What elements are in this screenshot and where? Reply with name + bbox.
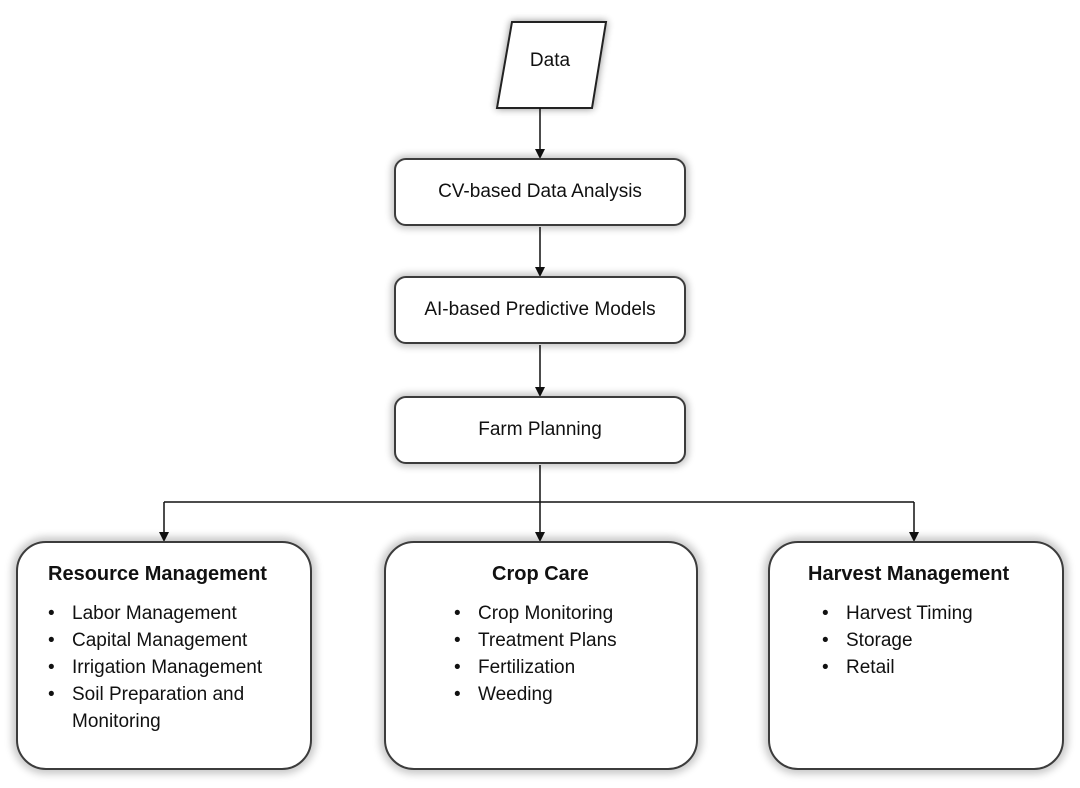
list-item-label: Fertilization bbox=[478, 657, 576, 678]
crop-care-list: • Crop Monitoring • Treatment Plans • Ferti… bbox=[448, 600, 678, 708]
crop-care-card: Crop Care • Crop Monitoring • Treatment Pl… bbox=[384, 541, 698, 770]
cv-data-analysis-node: CV-based Data Analysis bbox=[394, 158, 686, 226]
bullet-icon: • bbox=[48, 684, 55, 705]
list-item: • Soil Preparation and Monitoring bbox=[42, 681, 292, 735]
harvest-management-title: Harvest Management bbox=[808, 563, 1010, 585]
list-item: • Fertilization bbox=[448, 654, 678, 681]
list-item: • Crop Monitoring bbox=[448, 600, 678, 627]
cv-data-analysis-label: CV-based Data Analysis bbox=[438, 181, 642, 202]
list-item-label: Irrigation Management bbox=[72, 657, 263, 678]
list-item: • Capital Management bbox=[42, 627, 292, 654]
harvest-management-card: Harvest Management • Harvest Timing • Stor… bbox=[768, 541, 1064, 770]
data-node-label: Data bbox=[529, 50, 571, 71]
bullet-icon: • bbox=[822, 603, 829, 624]
list-item: • Storage bbox=[816, 627, 1044, 654]
list-item-label: Capital Management bbox=[72, 630, 248, 651]
list-item-label: Weeding bbox=[478, 684, 553, 705]
ai-predictive-models-label: AI-based Predictive Models bbox=[424, 299, 656, 320]
bullet-icon: • bbox=[454, 603, 461, 624]
resource-management-card: Resource Management • Labor Management • C… bbox=[16, 541, 312, 770]
bullet-icon: • bbox=[48, 603, 55, 624]
list-item: • Labor Management bbox=[42, 600, 292, 627]
list-item-label: Storage bbox=[846, 630, 913, 651]
list-item: • Harvest Timing bbox=[816, 600, 1044, 627]
resource-management-title: Resource Management bbox=[48, 563, 267, 585]
harvest-management-list: • Harvest Timing • Storage • Retail bbox=[816, 600, 1044, 681]
data-input-shape bbox=[495, 21, 608, 109]
bullet-icon: • bbox=[48, 657, 55, 678]
list-item: • Irrigation Management bbox=[42, 654, 292, 681]
list-item: • Retail bbox=[816, 654, 1044, 681]
bullet-icon: • bbox=[822, 630, 829, 651]
farm-planning-label: Farm Planning bbox=[478, 419, 602, 440]
list-item-label: Labor Management bbox=[72, 603, 237, 624]
list-item-label: Treatment Plans bbox=[478, 630, 617, 651]
ai-predictive-models-node: AI-based Predictive Models bbox=[394, 276, 686, 344]
list-item-label: Retail bbox=[846, 657, 895, 678]
bullet-icon: • bbox=[454, 630, 461, 651]
list-item-label: Crop Monitoring bbox=[478, 603, 614, 624]
list-item: • Weeding bbox=[448, 681, 678, 708]
bullet-icon: • bbox=[454, 657, 461, 678]
crop-care-title: Crop Care bbox=[492, 563, 589, 585]
list-item-label: Soil Preparation and Monitoring bbox=[72, 684, 245, 732]
bullet-icon: • bbox=[454, 684, 461, 705]
list-item: • Treatment Plans bbox=[448, 627, 678, 654]
bullet-icon: • bbox=[48, 630, 55, 651]
farm-planning-node: Farm Planning bbox=[394, 396, 686, 464]
resource-management-list: • Labor Management • Capital Management • I… bbox=[42, 600, 292, 735]
bullet-icon: • bbox=[822, 657, 829, 678]
list-item-label: Harvest Timing bbox=[846, 603, 973, 624]
